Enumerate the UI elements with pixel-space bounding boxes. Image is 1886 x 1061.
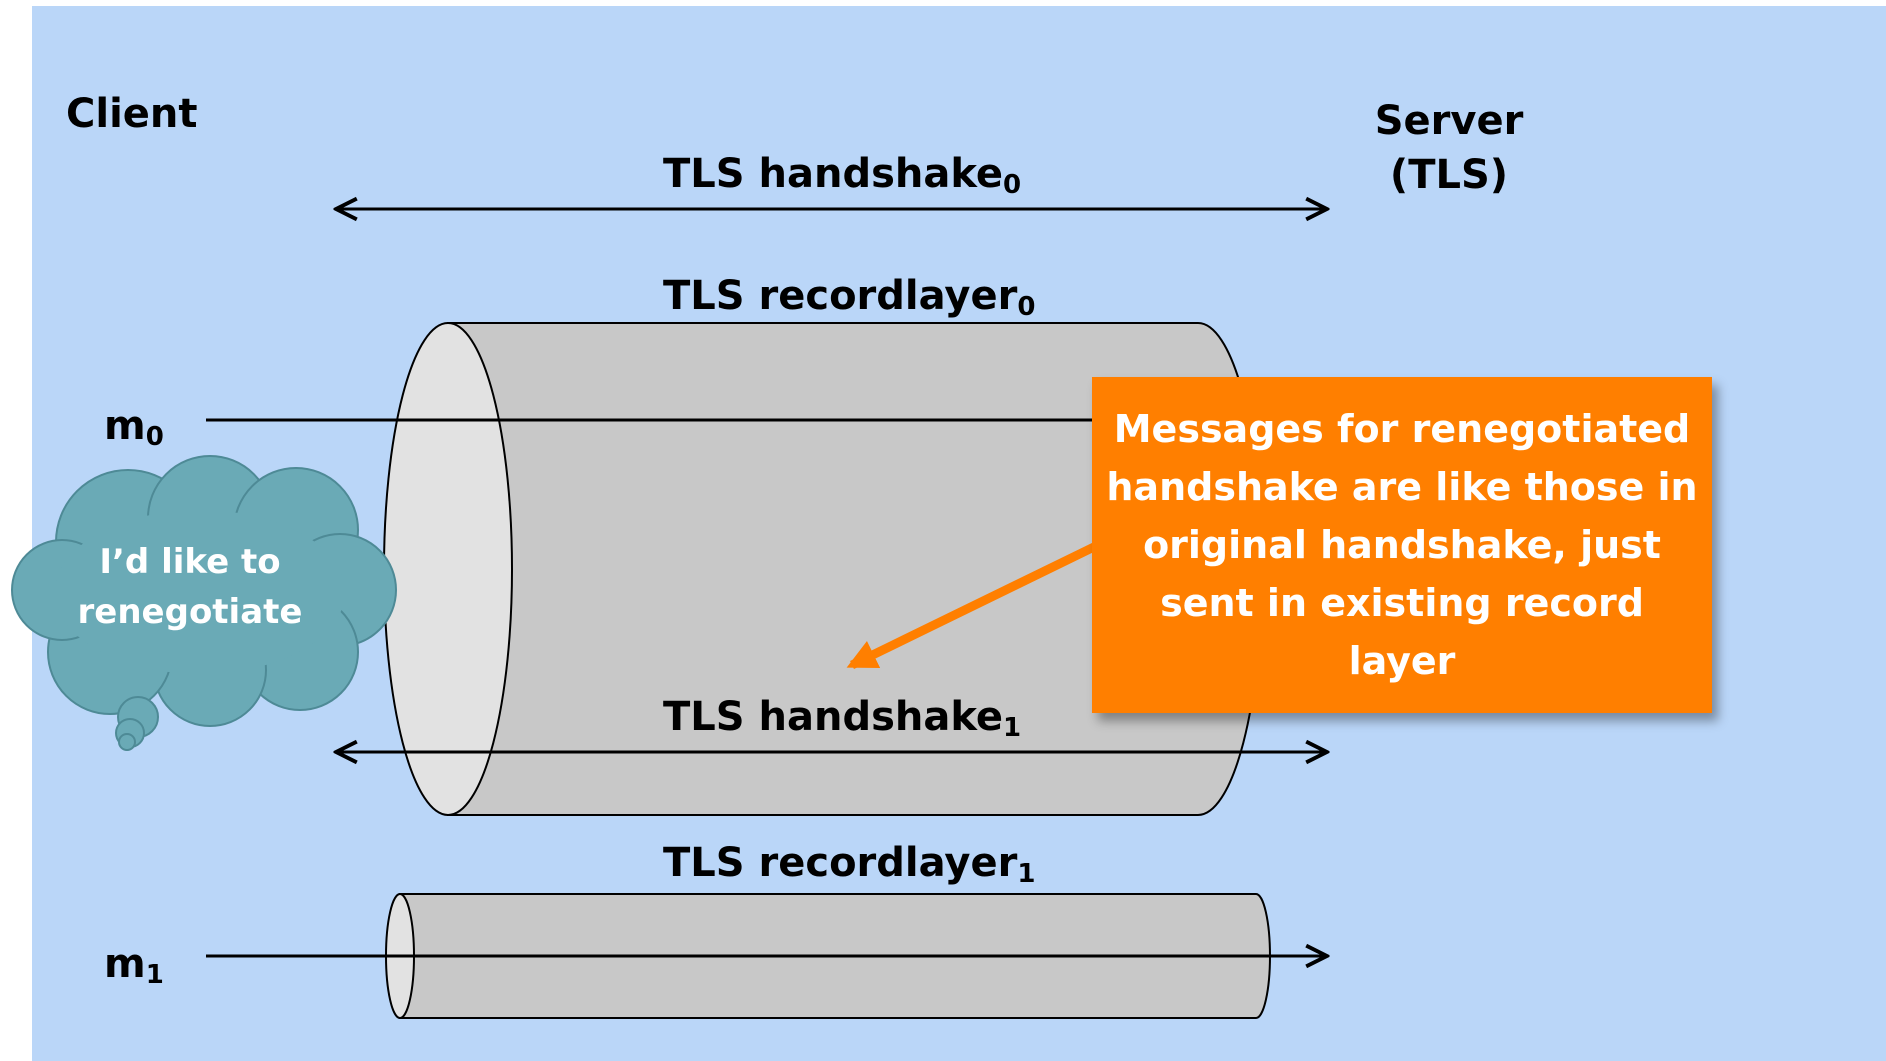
thought-line-1: I’d like to [99,542,281,582]
handshake-0-label: TLS handshake0 [663,151,1022,200]
handshake-1-label: TLS handshake1 [663,694,1022,743]
record-layer-0-label: TLS recordlayer0 [663,273,1036,322]
callout-pointer-arrow [846,540,1100,670]
thought-line-2: renegotiate [77,592,303,632]
callout-line-4: sent in existing record layer [1160,581,1644,683]
thought-cloud-text: I’d like to renegotiate [60,537,320,637]
callout-text: Messages for renegotiated handshake are … [1102,400,1702,690]
thought-cloud [11,455,397,751]
client-label: Client [66,91,198,137]
record-layer-1-label: TLS recordlayer1 [663,840,1036,889]
callout-line-2: handshake are like those in [1106,465,1698,509]
callout-box: Messages for renegotiated handshake are … [1092,377,1712,713]
callout-line-3: original handshake, just [1143,523,1661,567]
server-label-line-1: Server [1374,98,1524,144]
message-0-label: m0 [104,403,164,452]
server-label-line-2: (TLS) [1389,152,1509,198]
server-label: Server (TLS) [1375,94,1524,202]
message-1-label: m1 [104,941,164,990]
callout-line-1: Messages for renegotiated [1113,407,1691,451]
